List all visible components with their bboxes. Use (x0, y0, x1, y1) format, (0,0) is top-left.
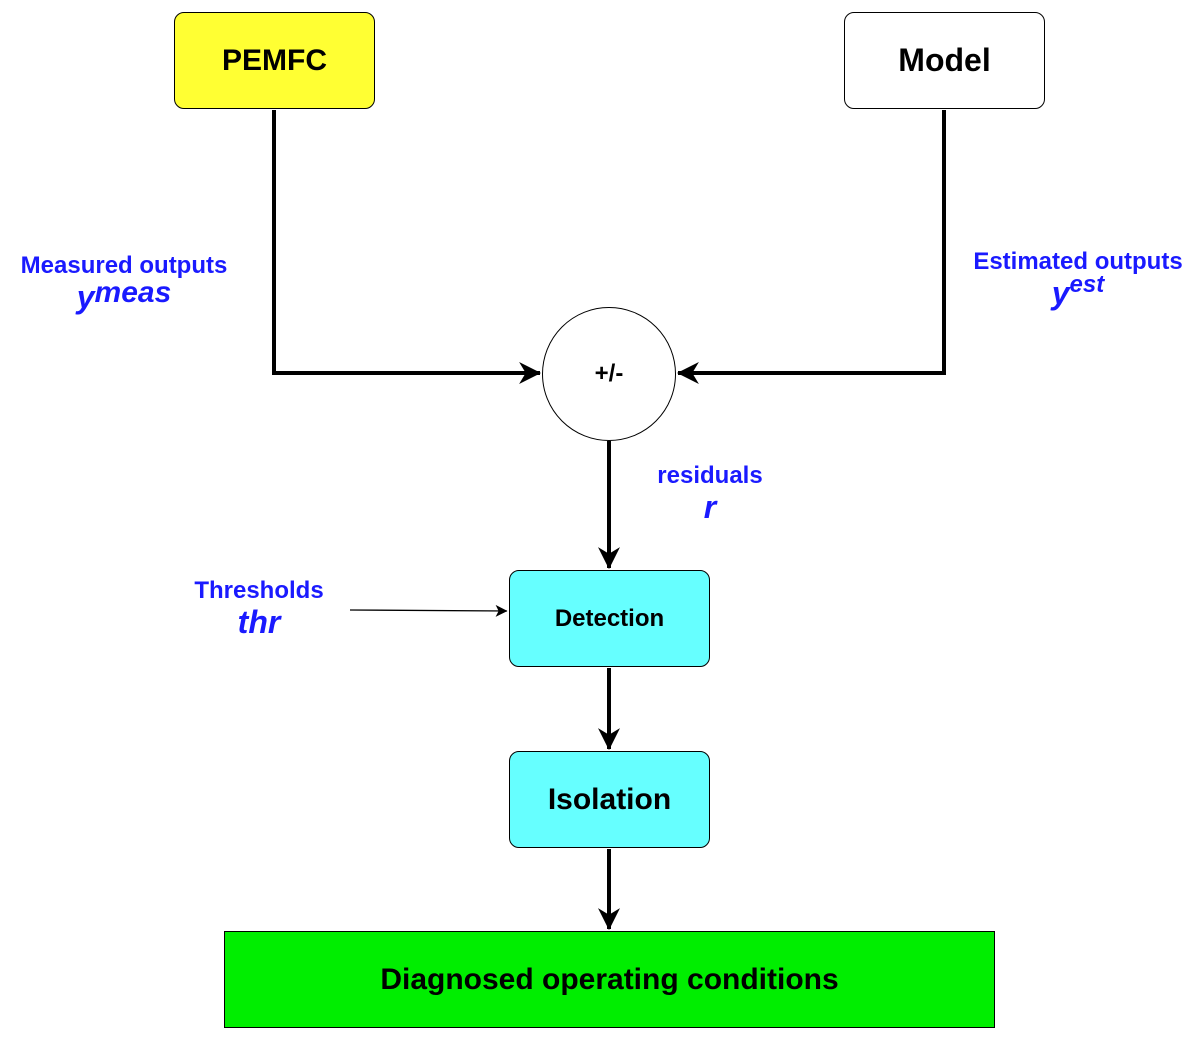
pemfc-block: PEMFC (174, 12, 375, 109)
model-label: Model (898, 42, 991, 78)
residuals-symbol: r (703, 489, 717, 525)
estimated-outputs-symbol: yest (958, 273, 1198, 311)
pemfc-label: PEMFC (222, 43, 327, 77)
estimated-symbol-superscript: est (1069, 271, 1105, 298)
measured-outputs-signal: Measured outputs ymeas (6, 252, 242, 314)
measured-symbol-base: y (76, 279, 95, 315)
diagnosed-conditions-block: Diagnosed operating conditions (224, 931, 995, 1028)
measured-symbol-superscript: meas (94, 276, 172, 309)
output-label: Diagnosed operating conditions (380, 962, 839, 996)
model-block: Model (844, 12, 1045, 109)
detection-block: Detection (509, 570, 710, 667)
sum-junction: +/- (542, 307, 676, 441)
residuals-signal: residuals r (640, 462, 780, 524)
estimated-symbol-base: y (1051, 275, 1070, 311)
isolation-block: Isolation (509, 751, 710, 848)
sum-label: +/- (594, 360, 624, 387)
pemfc-to-sum-arrow (272, 110, 542, 384)
thresholds-name: Thresholds (194, 577, 324, 604)
detection-label: Detection (554, 604, 665, 632)
estimated-outputs-name: Estimated outputs (973, 248, 1183, 275)
thresholds-signal: Thresholds thr (180, 577, 338, 639)
measured-outputs-name: Measured outputs (20, 252, 228, 279)
estimated-outputs-signal: Estimated outputs yest (958, 248, 1198, 310)
isolation-label: Isolation (547, 782, 672, 816)
residuals-name: residuals (657, 462, 763, 489)
thresholds-to-detection-arrow (349, 604, 508, 617)
thresholds-symbol: thr (237, 604, 281, 640)
measured-outputs-symbol: ymeas (6, 278, 242, 315)
model-to-sum-arrow (676, 110, 946, 384)
